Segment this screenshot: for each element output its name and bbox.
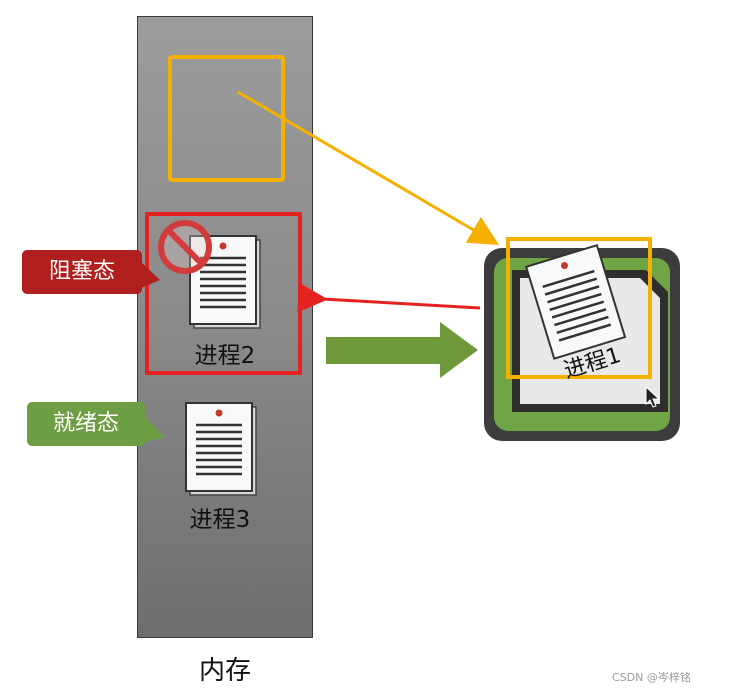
green-arrow <box>326 322 478 378</box>
ready-badge-tail <box>144 416 165 442</box>
footer-watermark: CSDN @岑梓铭 <box>612 671 691 684</box>
red-arrow <box>297 282 481 313</box>
process-label-p3: 进程3 <box>189 507 251 533</box>
prohibited-icon <box>158 220 212 274</box>
blocked-badge-tail <box>141 262 160 288</box>
blocked-state-badge: 阻塞态 <box>22 250 142 294</box>
mouse-cursor-icon <box>645 385 661 408</box>
process-label-p2: 进程2 <box>194 343 256 369</box>
orange-arrow <box>237 90 500 246</box>
cpu-chip-icon: 进程1 <box>484 237 680 441</box>
document-icon <box>185 402 257 496</box>
memory-label: 内存 <box>198 656 251 686</box>
ready-state-badge: 就绪态 <box>27 402 145 446</box>
